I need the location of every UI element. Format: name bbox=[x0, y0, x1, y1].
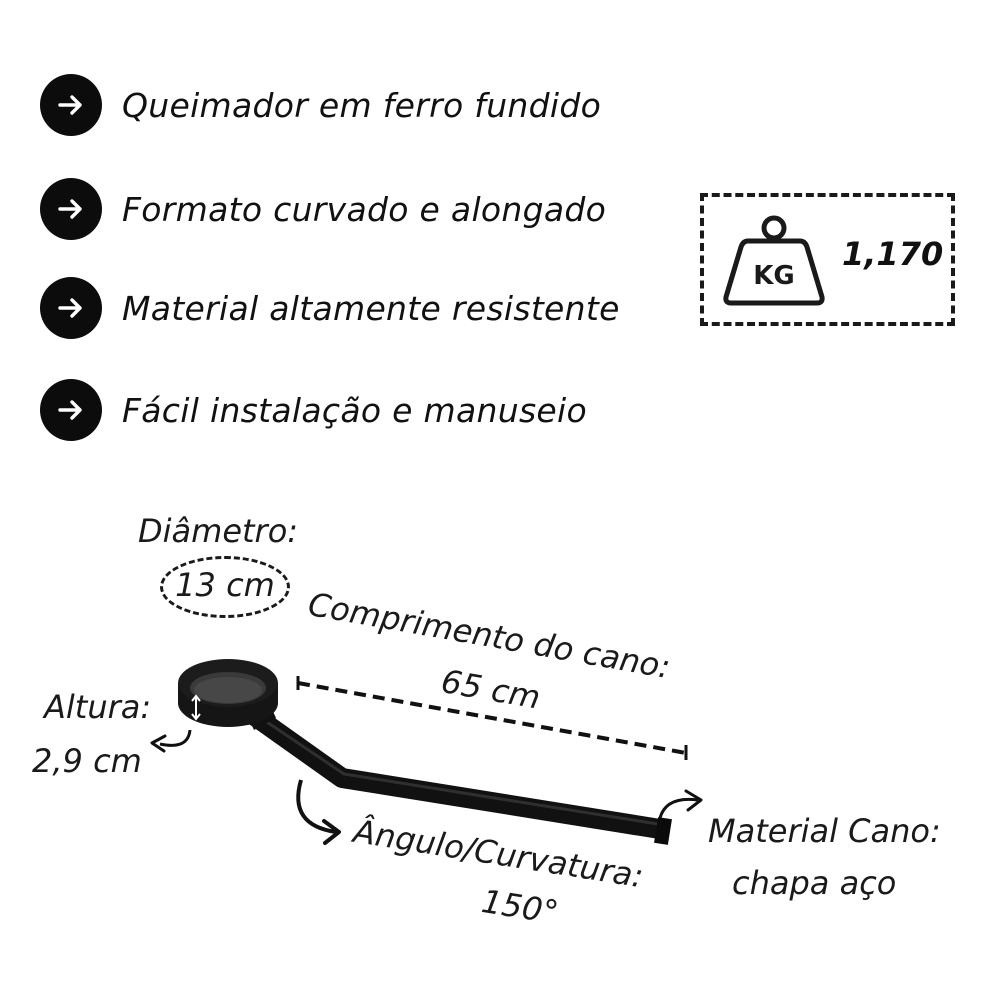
feature-text: Formato curvado e alongado bbox=[122, 189, 607, 229]
material-value: chapa aço bbox=[732, 864, 897, 902]
arrow-right-icon bbox=[40, 178, 102, 240]
weight-unit-text: KG bbox=[753, 261, 795, 291]
feature-item: Formato curvado e alongado bbox=[40, 177, 606, 241]
height-value: 2,9 cm bbox=[32, 742, 142, 780]
weight-value: 1,170 bbox=[842, 235, 944, 273]
diameter-label: Diâmetro: bbox=[138, 512, 299, 550]
weight-kg-icon: KG bbox=[723, 215, 825, 306]
material-curved-arrow-icon bbox=[658, 789, 703, 819]
arrow-right-icon bbox=[40, 74, 102, 136]
height-curved-arrow-icon bbox=[150, 729, 192, 753]
weight-box: KG 1,170 bbox=[700, 193, 955, 326]
feature-item: Material altamente resistente bbox=[40, 276, 620, 340]
feature-item: Fácil instalação e manuseio bbox=[40, 378, 587, 442]
feature-text: Queimador em ferro fundido bbox=[122, 85, 602, 125]
diameter-oval bbox=[160, 556, 290, 618]
feature-text: Material altamente resistente bbox=[122, 288, 620, 328]
length-dimension-line bbox=[296, 676, 688, 760]
burner-head bbox=[178, 659, 278, 727]
feature-text: Fácil instalação e manuseio bbox=[122, 390, 587, 430]
feature-item: Queimador em ferro fundido bbox=[40, 73, 601, 137]
arrow-right-icon bbox=[40, 379, 102, 441]
diameter-value: 13 cm bbox=[175, 566, 275, 604]
height-marker-icon bbox=[191, 694, 201, 721]
material-label: Material Cano: bbox=[708, 812, 941, 850]
angle-curved-arrow-icon bbox=[296, 779, 341, 845]
height-label: Altura: bbox=[44, 688, 152, 726]
arrow-right-icon bbox=[40, 277, 102, 339]
